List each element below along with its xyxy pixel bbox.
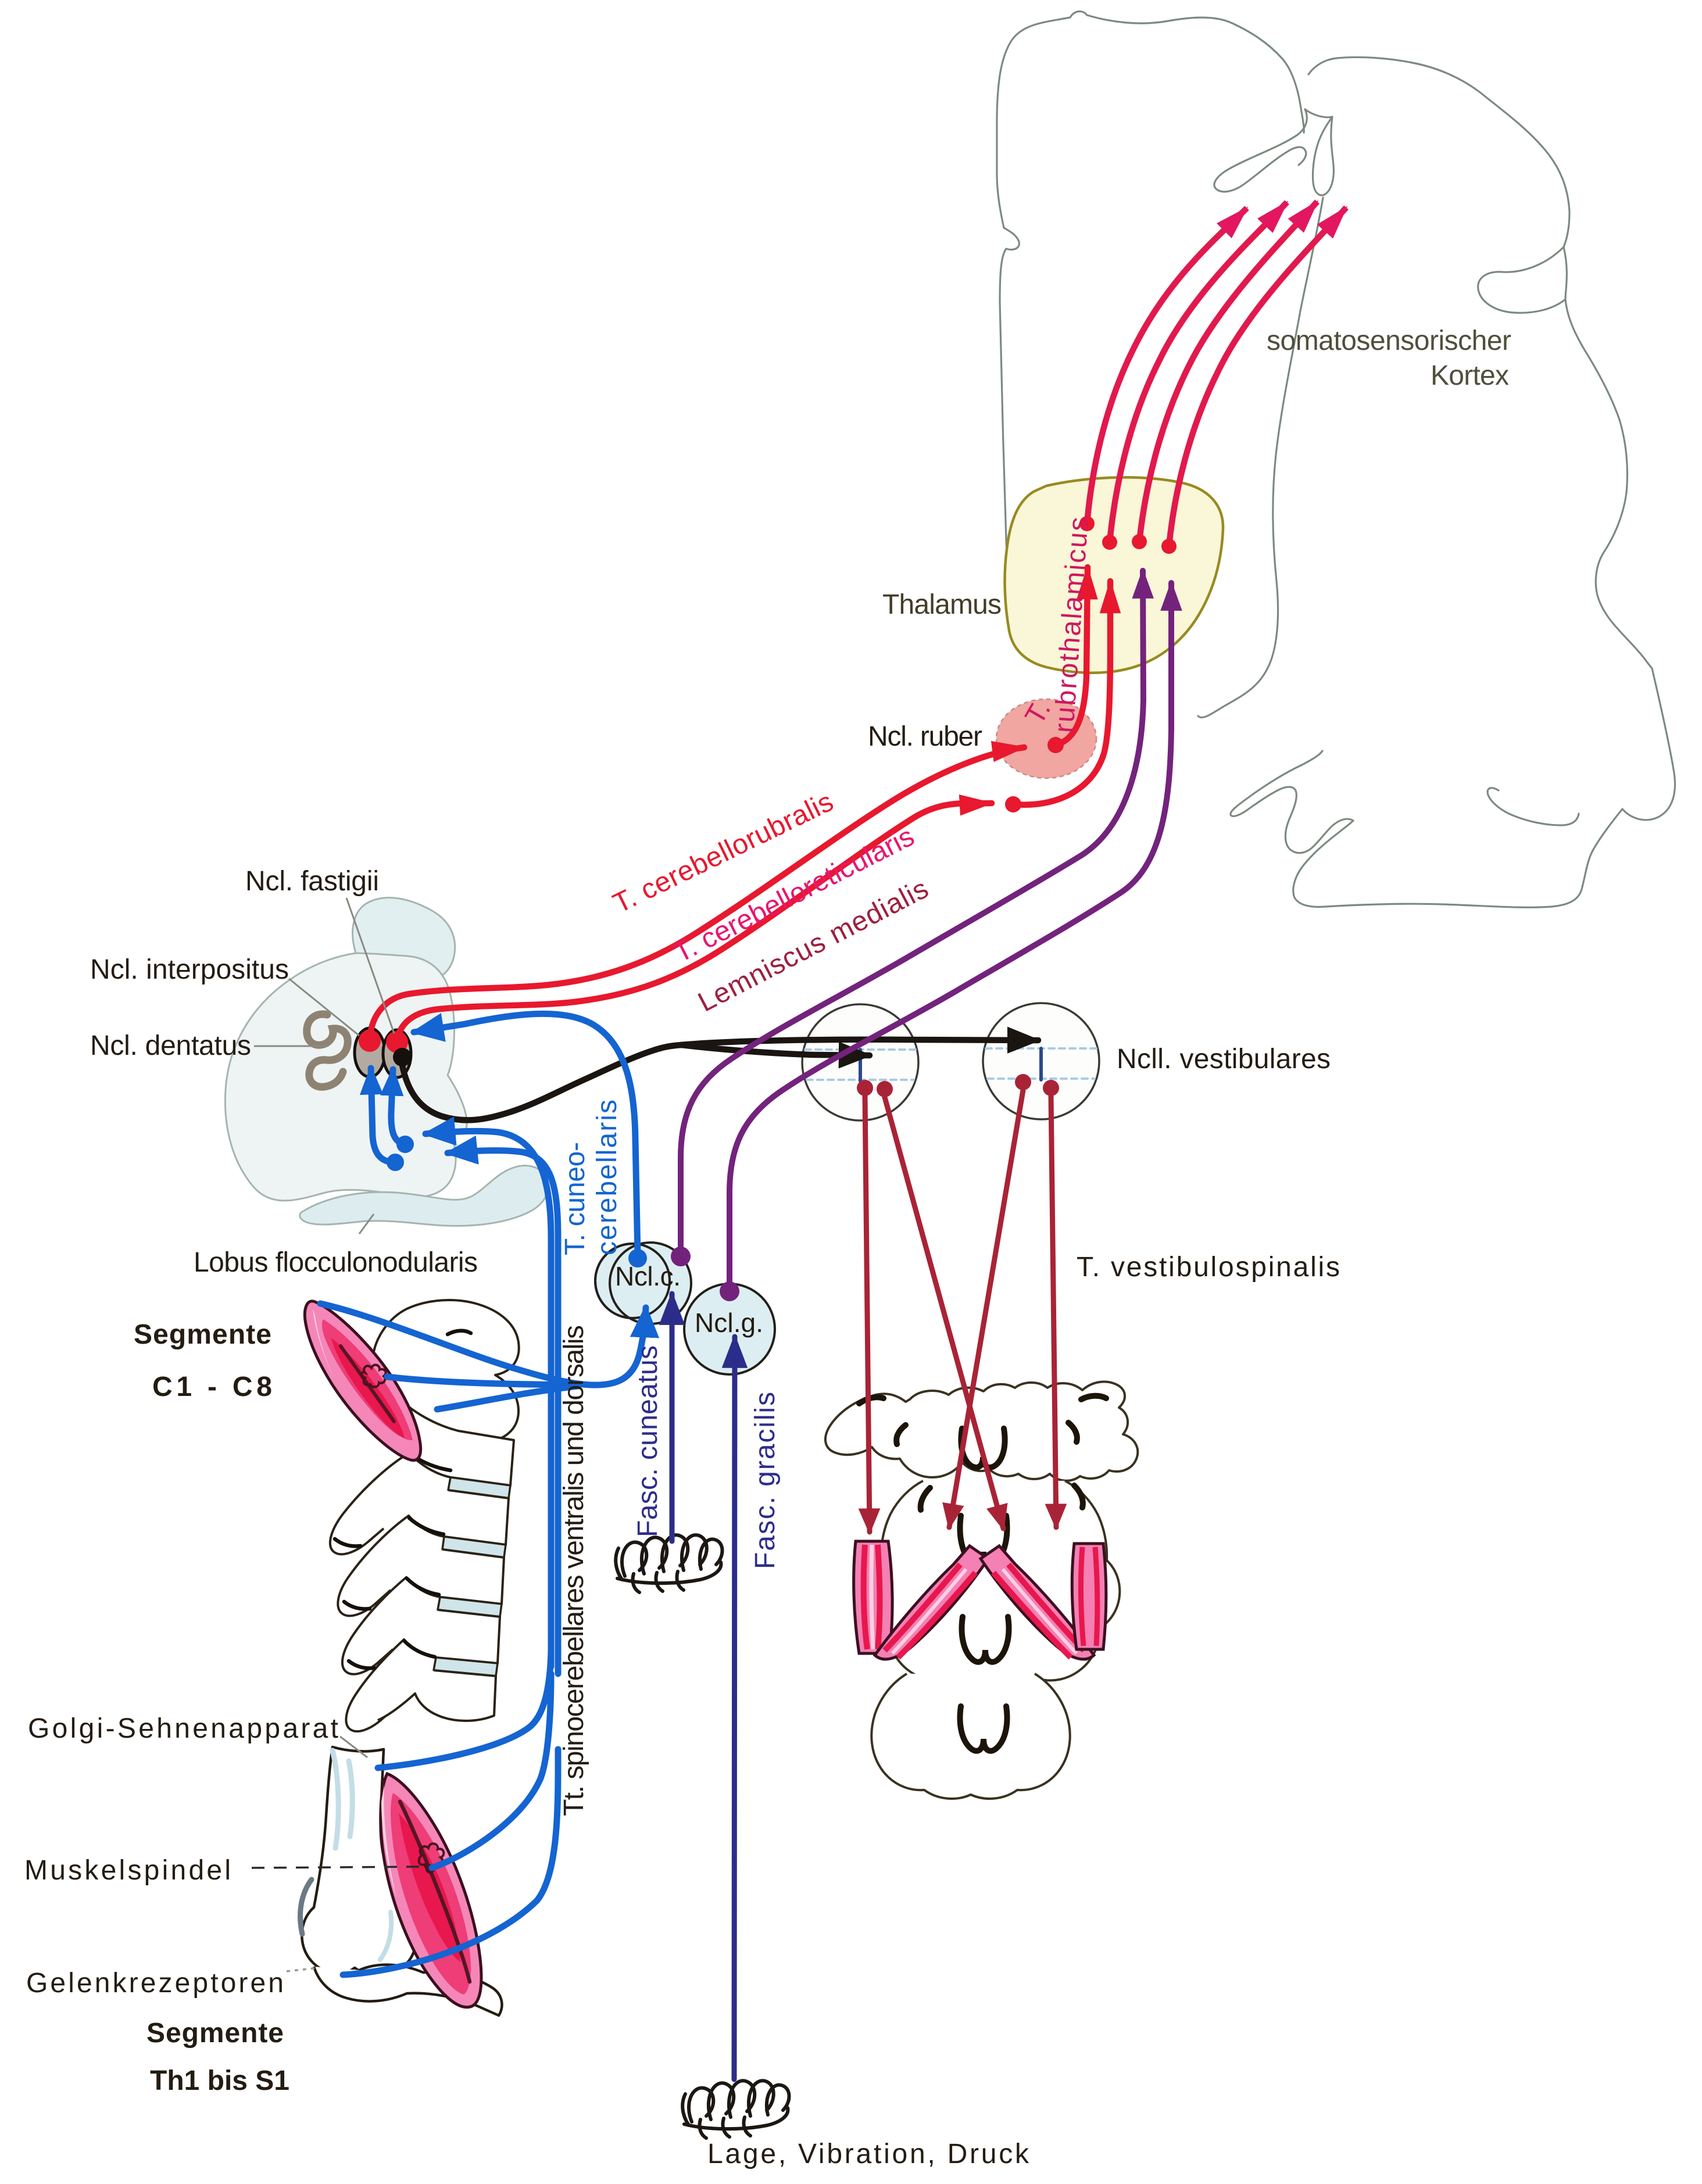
svg-text:Fasc. gracilis: Fasc. gracilis [750,1392,781,1569]
svg-text:Fasc. cuneatus: Fasc. cuneatus [632,1345,663,1537]
svg-text:Muskelspindel: Muskelspindel [24,1855,231,1886]
svg-text:Segmente: Segmente [134,1319,271,1350]
svg-text:Golgi-Sehnenapparat: Golgi-Sehnenapparat [28,1713,338,1744]
svg-text:somatosensorischer: somatosensorischer [1267,325,1511,356]
svg-text:Th1 bis S1: Th1 bis S1 [150,2065,289,2096]
svg-text:T. cuneo-: T. cuneo- [560,1142,591,1255]
svg-text:Lobus flocculonodularis: Lobus flocculonodularis [194,1247,478,1278]
svg-text:Kortex: Kortex [1431,360,1509,391]
svg-text:Ncl. ruber: Ncl. ruber [868,721,982,752]
svg-text:Lage, Vibration, Druck: Lage, Vibration, Druck [707,2139,1029,2169]
svg-text:Tt. spinocerebellares ventrali: Tt. spinocerebellares ventralis und dors… [559,1325,589,1816]
svg-text:Segmente: Segmente [146,2018,284,2049]
svg-text:C1 - C8: C1 - C8 [152,1372,272,1402]
svg-text:Ncl.g.: Ncl.g. [695,1308,763,1338]
svg-text:cerebellaris: cerebellaris [592,1100,623,1255]
svg-text:Ncl.c.: Ncl.c. [615,1261,681,1291]
svg-text:Ncl. interpositus: Ncl. interpositus [90,954,289,985]
svg-text:Ncll. vestibulares: Ncll. vestibulares [1117,1044,1331,1075]
svg-text:T. vestibulospinalis: T. vestibulospinalis [1077,1252,1340,1283]
svg-text:Ncl. dentatus: Ncl. dentatus [90,1030,251,1061]
svg-text:Thalamus: Thalamus [882,589,1002,620]
svg-text:Gelenkrezeptoren: Gelenkrezeptoren [26,1968,284,1999]
svg-text:Ncl. fastigii: Ncl. fastigii [245,866,379,897]
